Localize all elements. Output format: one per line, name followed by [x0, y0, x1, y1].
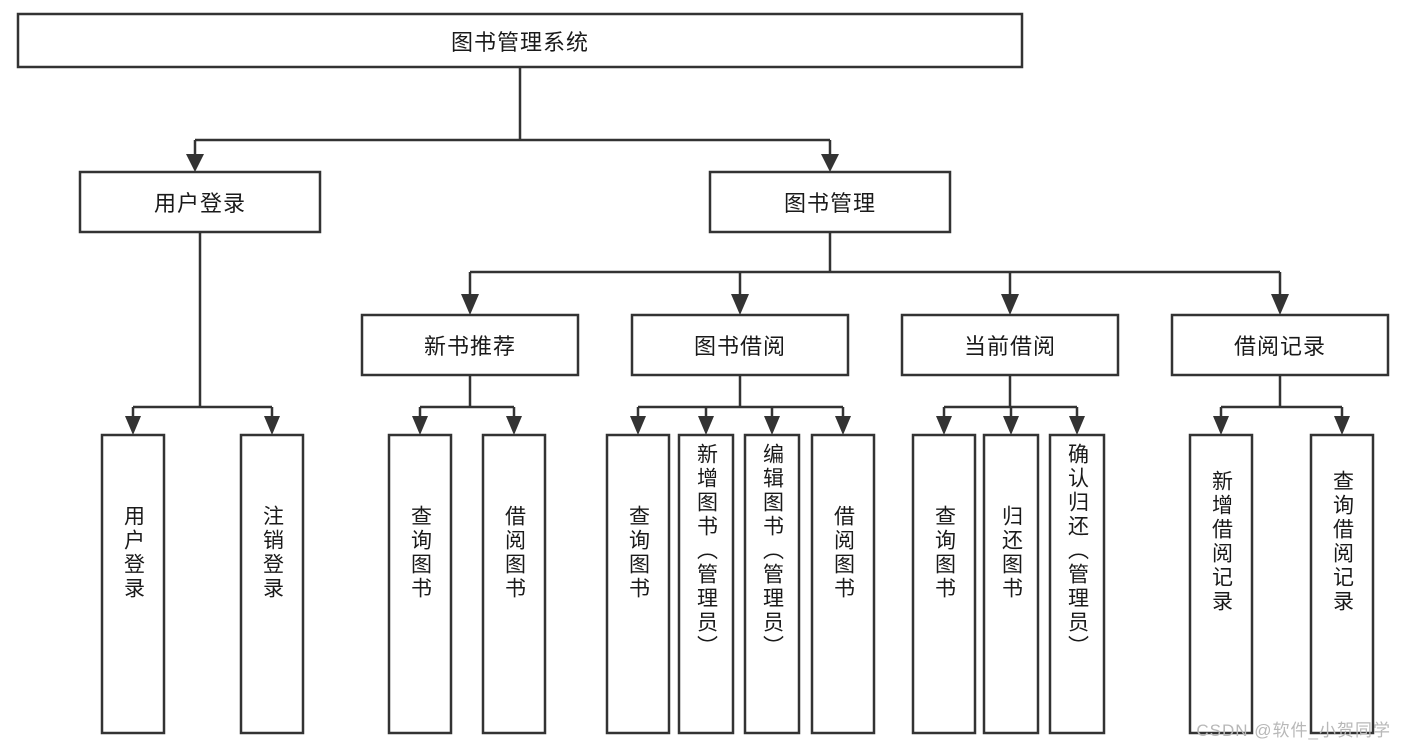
- arrow-borrow-leaf-2: [698, 416, 714, 435]
- leaf-box-add-borrow-record[interactable]: [1188, 433, 1254, 735]
- leaf-box-query-book-current[interactable]: [911, 433, 977, 735]
- arrow-userlogin-leaf-2: [264, 416, 280, 435]
- arrow-borrow-leaf-3: [764, 416, 780, 435]
- arrow-records-leaf-2: [1334, 416, 1350, 435]
- leaf-box-query-book-borrow[interactable]: [605, 433, 671, 735]
- arrow-bookmgmt-to-newbook: [461, 294, 479, 315]
- node-book-management[interactable]: [708, 170, 952, 234]
- node-root-system[interactable]: [16, 12, 1024, 69]
- leaf-box-edit-book-admin[interactable]: [743, 433, 801, 735]
- arrow-borrow-leaf-1: [630, 416, 646, 435]
- arrow-current-leaf-1: [936, 416, 952, 435]
- csdn-watermark: CSDN @软件_小贺同学: [1196, 721, 1391, 740]
- arrow-userlogin-leaf-1: [125, 416, 141, 435]
- leaf-box-borrow-book-recommend[interactable]: [481, 433, 547, 735]
- leaf-box-confirm-return-admin[interactable]: [1048, 433, 1106, 735]
- leaf-box-query-borrow-record[interactable]: [1309, 433, 1375, 735]
- leaf-box-logout[interactable]: [239, 433, 305, 735]
- leaf-box-add-book-admin[interactable]: [677, 433, 735, 735]
- leaf-box-query-book-recommend[interactable]: [387, 433, 453, 735]
- arrow-borrow-leaf-4: [835, 416, 851, 435]
- arrow-newbook-leaf-2: [506, 416, 522, 435]
- node-user-login[interactable]: [78, 170, 322, 234]
- arrow-bookmgmt-to-records: [1271, 294, 1289, 315]
- leaf-box-borrow-book[interactable]: [810, 433, 876, 735]
- arrow-current-leaf-3: [1069, 416, 1085, 435]
- arrow-root-to-user-login: [186, 154, 204, 172]
- leaf-box-user-login[interactable]: [100, 433, 166, 735]
- arrow-current-leaf-2: [1003, 416, 1019, 435]
- node-new-book-recommend[interactable]: [360, 313, 580, 377]
- arrow-records-leaf-1: [1213, 416, 1229, 435]
- arrow-bookmgmt-to-borrow: [731, 294, 749, 315]
- arrow-newbook-leaf-1: [412, 416, 428, 435]
- node-borrow-records[interactable]: [1170, 313, 1390, 377]
- connector-layer: [125, 67, 1350, 435]
- node-current-borrow[interactable]: [900, 313, 1120, 377]
- arrow-root-to-book-mgmt: [821, 154, 839, 172]
- arrow-bookmgmt-to-current: [1001, 294, 1019, 315]
- node-box-layer: [16, 12, 1390, 735]
- leaf-box-return-book[interactable]: [982, 433, 1040, 735]
- node-book-borrow[interactable]: [630, 313, 850, 377]
